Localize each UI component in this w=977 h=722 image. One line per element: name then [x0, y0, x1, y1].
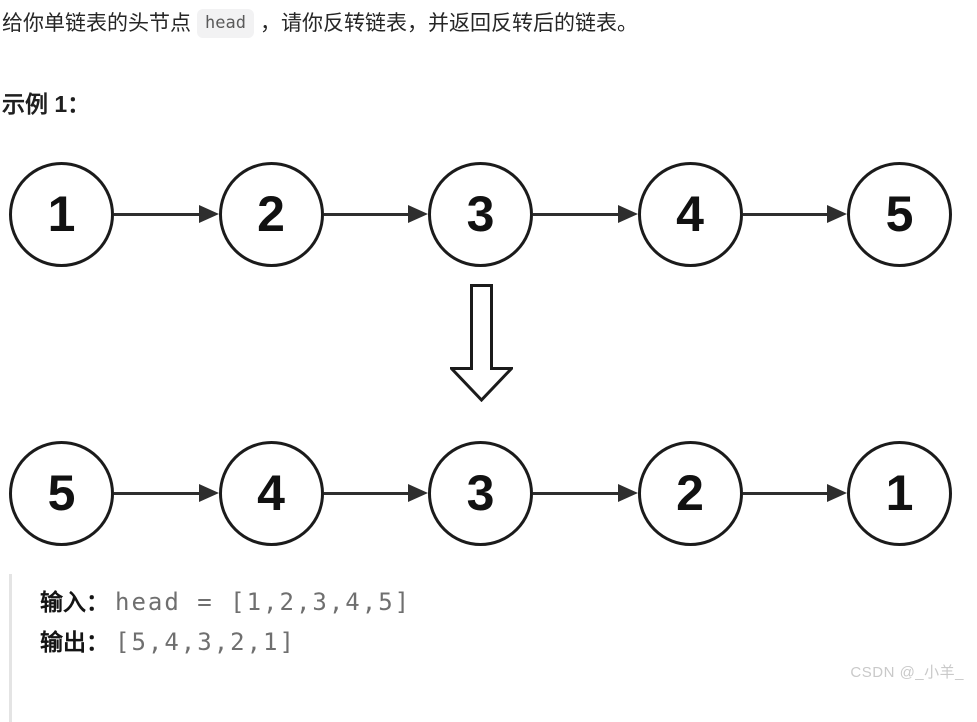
next-pointer-arrow: [114, 205, 219, 224]
arrow-line: [742, 491, 828, 495]
arrow-head: [617, 205, 638, 224]
description-text-after: ，请你反转链表，并返回反转后的链表。: [259, 12, 638, 35]
arrow-head: [617, 484, 638, 503]
arrow-head: [198, 484, 219, 503]
list-node: 1: [9, 161, 114, 267]
next-pointer-arrow: [533, 484, 638, 503]
down-arrow-icon: [450, 283, 513, 402]
arrow-head: [827, 205, 847, 224]
list-node: 2: [637, 440, 743, 546]
arrow-line: [533, 491, 619, 495]
inline-code-head: head: [197, 9, 254, 39]
list-node: 4: [218, 440, 324, 546]
list-node: 4: [637, 161, 743, 267]
list-node: 5: [847, 161, 952, 267]
output-value: [5,4,3,2,1]: [115, 627, 296, 656]
list-node: 1: [847, 440, 952, 546]
arrow-line: [742, 212, 828, 216]
description-text-before: 给你单链表的头节点: [2, 12, 191, 35]
next-pointer-arrow: [533, 205, 638, 224]
list-node: 2: [218, 161, 324, 267]
arrow-line: [114, 491, 200, 495]
next-pointer-arrow: [323, 205, 428, 224]
arrow-line: [323, 212, 409, 216]
input-value: head = [1,2,3,4,5]: [115, 587, 412, 616]
list-node: 3: [428, 440, 533, 546]
example-heading: 示例 1：: [2, 90, 91, 117]
arrow-line: [323, 491, 409, 495]
arrow-head: [827, 484, 847, 503]
next-pointer-arrow: [742, 484, 847, 503]
list-node: 3: [428, 161, 533, 267]
arrow-line: [114, 212, 200, 216]
next-pointer-arrow: [323, 484, 428, 503]
arrow-head: [198, 205, 219, 224]
arrow-head: [408, 205, 428, 224]
output-label: 输出：: [40, 628, 109, 655]
output-line: 输出：[5,4,3,2,1]: [40, 622, 977, 662]
problem-description: 给你单链表的头节点 head，请你反转链表，并返回反转后的链表。: [2, 8, 977, 40]
csdn-watermark: CSDN @_小羊_: [850, 664, 964, 681]
list-node: 5: [9, 440, 114, 546]
arrow-line: [533, 212, 619, 216]
example-io-block: 输入：head = [1,2,3,4,5] 输出：[5,4,3,2,1]: [9, 573, 977, 722]
next-pointer-arrow: [742, 205, 847, 224]
input-label: 输入：: [40, 588, 109, 615]
arrow-head: [408, 484, 428, 503]
next-pointer-arrow: [114, 484, 219, 503]
input-line: 输入：head = [1,2,3,4,5]: [40, 582, 977, 622]
reverse-transform-arrow: [450, 283, 513, 402]
